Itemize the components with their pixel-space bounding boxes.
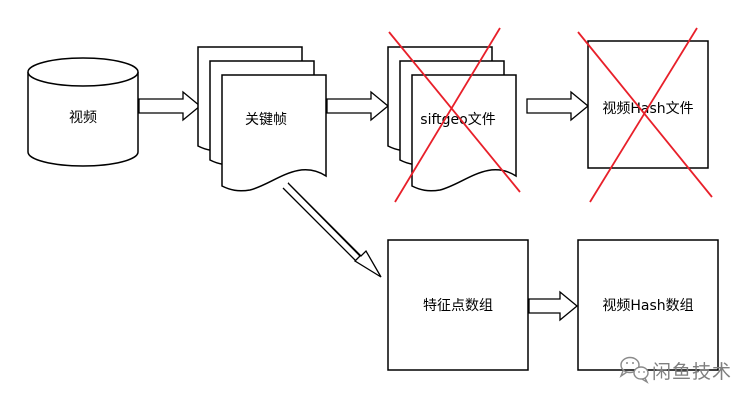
keyframes-doc-front (221, 74, 327, 192)
video-node: 视频 (27, 57, 139, 167)
watermark: 闲鱼技术 (619, 356, 732, 384)
video-label: 视频 (69, 110, 97, 126)
video-hash-file-node: 视频Hash文件 (577, 27, 713, 203)
video-hash-file-cross-out (577, 27, 713, 203)
watermark-text: 闲鱼技术 (652, 361, 732, 383)
hash-file-cross-line-2 (589, 27, 698, 203)
video-hash-file-box (587, 40, 709, 169)
feature-array-label: 特征点数组 (423, 298, 493, 314)
siftgeo-label: siftgeo文件 (420, 112, 495, 128)
arrow-keyframes-to-siftgeo (326, 90, 390, 122)
arrow-keyframes-to-feature-array (282, 182, 382, 278)
video-hash-array-box (577, 239, 719, 371)
video-hash-array-node: 视频Hash数组 (577, 239, 719, 371)
video-cylinder-top (27, 57, 139, 87)
siftgeo-cross-line-2 (394, 27, 501, 203)
siftgeo-node: siftgeo文件 (387, 27, 521, 203)
arrow-siftgeo-to-hash-file (526, 90, 590, 122)
video-cylinder-body (27, 72, 139, 167)
feature-array-box (387, 239, 529, 371)
arrow-feature-to-hash-array (528, 290, 579, 322)
video-hash-array-label: 视频Hash数组 (602, 298, 693, 314)
arrow-video-to-keyframes (138, 90, 202, 122)
keyframes-node: 关键帧 (197, 46, 327, 192)
siftgeo-cross-line-1 (388, 31, 521, 193)
feature-array-node: 特征点数组 (387, 239, 529, 371)
wechat-logo-icon (619, 356, 649, 384)
keyframes-label: 关键帧 (245, 112, 287, 128)
siftgeo-cross-out (388, 27, 521, 203)
siftgeo-doc-front (411, 74, 517, 192)
hash-file-cross-line-1 (577, 31, 713, 198)
